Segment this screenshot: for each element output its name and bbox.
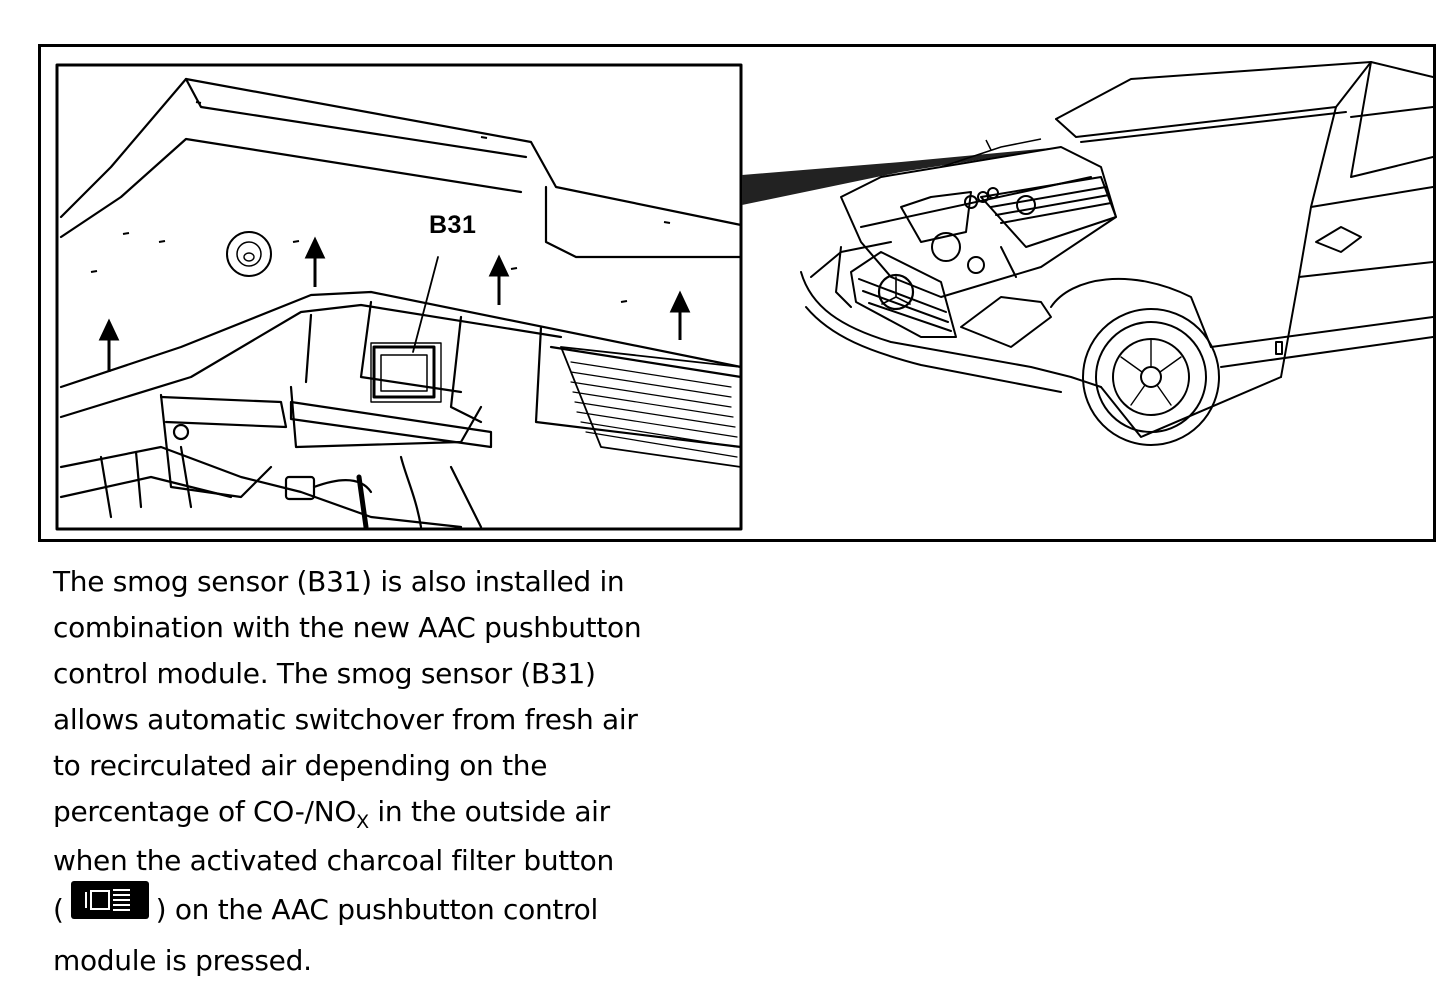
illustration-frame: B31 [38,44,1436,542]
caption-line: combination with the new AAC pushbutton [53,611,642,644]
hood-dimension-marks [940,138,1042,168]
caption-text-segment: ) on the AAC pushbutton control [155,893,599,926]
subscript-x: X [356,811,369,833]
caption-line: when the activated charcoal filter butto… [53,844,614,877]
caption-text-segment: ( [53,893,64,926]
activated-charcoal-filter-button-icon [70,880,150,934]
caption-text: The smog sensor (B31) is also installed … [53,559,753,984]
panel-marks [90,101,671,303]
engine-compartment-illustration [55,61,1433,531]
caption-line: The smog sensor (B31) is also installed … [53,565,625,598]
caption-line: ( ) on the AAC pushbutton control [53,881,753,938]
zoom-connector [742,147,1061,205]
caption-line: to recirculated air depending on the [53,749,548,782]
caption-line: control module. The smog sensor (B31) [53,657,596,690]
detail-view-smog-sensor [55,63,743,531]
car-overview [800,61,1433,446]
caption-text-segment: in the outside air [368,795,610,828]
sensor-callout-b31: B31 [429,211,477,239]
caption-text-segment: percentage of CO-/NO [53,795,357,828]
up-arrow-icons [98,236,691,372]
caption-line: module is pressed. [53,944,312,977]
caption-line: allows automatic switchover from fresh a… [53,703,638,736]
caption-line: percentage of CO-/NOX in the outside air [53,789,753,838]
